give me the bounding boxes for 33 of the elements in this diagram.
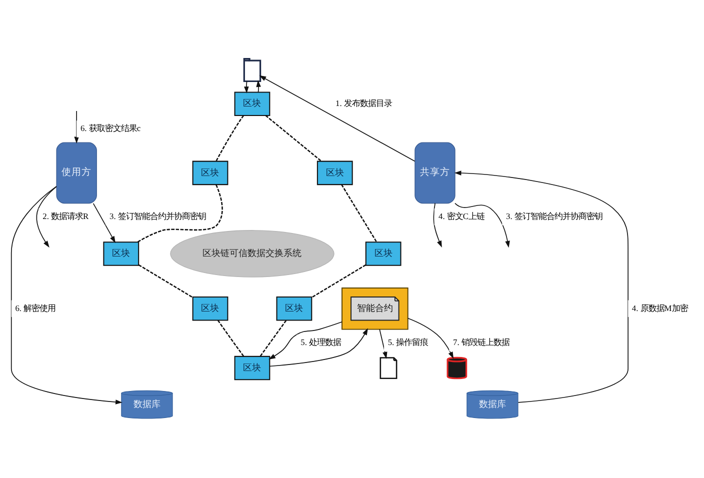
node-ellipse: 区块链可信数据交换系统 — [170, 230, 334, 277]
node-box: 使用方 — [56, 142, 97, 204]
arrow — [379, 328, 388, 358]
arrow — [74, 110, 79, 144]
arrow — [407, 317, 454, 358]
arrow — [244, 80, 249, 93]
node-box: 共享方 — [414, 142, 456, 204]
arrow — [454, 202, 510, 248]
arrow — [256, 80, 261, 92]
arrow — [433, 202, 442, 248]
connector — [341, 184, 378, 242]
arrow — [269, 328, 368, 366]
arrow — [259, 74, 416, 162]
arrow — [92, 202, 116, 243]
arrow — [454, 170, 628, 402]
connector — [311, 264, 366, 298]
node-box: 区块 — [234, 355, 270, 380]
connector — [217, 320, 244, 356]
arrow — [268, 320, 342, 360]
node-box: 区块 — [276, 296, 312, 320]
node-box: 区块 — [103, 241, 140, 266]
node-box: 区块 — [192, 160, 228, 185]
arrow — [36, 186, 57, 248]
node-box: 区块 — [365, 241, 402, 266]
connector — [138, 264, 194, 298]
node-box: 区块 — [316, 160, 353, 185]
connector — [137, 184, 223, 242]
node-box: 区块 — [192, 296, 228, 320]
connector — [260, 320, 287, 356]
cluster — [342, 286, 408, 330]
connector — [265, 114, 322, 162]
node-box: 区块 — [234, 91, 270, 116]
connector — [216, 114, 244, 161]
